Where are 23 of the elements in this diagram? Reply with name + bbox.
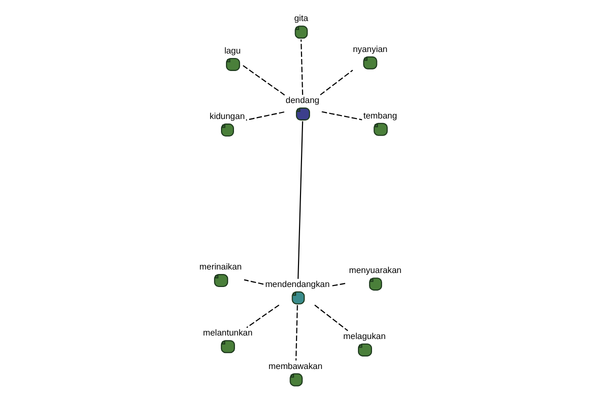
node-label: nyanyian: [352, 44, 388, 54]
node-label: lagu: [224, 46, 240, 56]
connector: [300, 40, 303, 95]
connector: [245, 111, 284, 121]
connector: [294, 305, 298, 360]
node-label: melantunkan: [202, 328, 252, 338]
node-label: melagukan: [342, 331, 386, 341]
connector: [319, 70, 353, 96]
node-label: dendang: [285, 95, 319, 106]
node-label: gita: [294, 13, 308, 24]
connector: [314, 304, 348, 332]
node-label: mendendangkan: [264, 278, 330, 289]
node-label: tembang: [362, 110, 397, 120]
node-label: kidungan: [209, 111, 244, 122]
connector: [297, 121, 303, 279]
connector: [321, 111, 362, 120]
connector: [242, 65, 284, 96]
node-label: menyuarakan: [348, 265, 401, 276]
node-label: membawakan: [268, 360, 322, 371]
node-label: merinaikan: [198, 262, 242, 272]
connector: [244, 279, 264, 285]
connector: [332, 282, 347, 286]
connector: [246, 304, 279, 328]
